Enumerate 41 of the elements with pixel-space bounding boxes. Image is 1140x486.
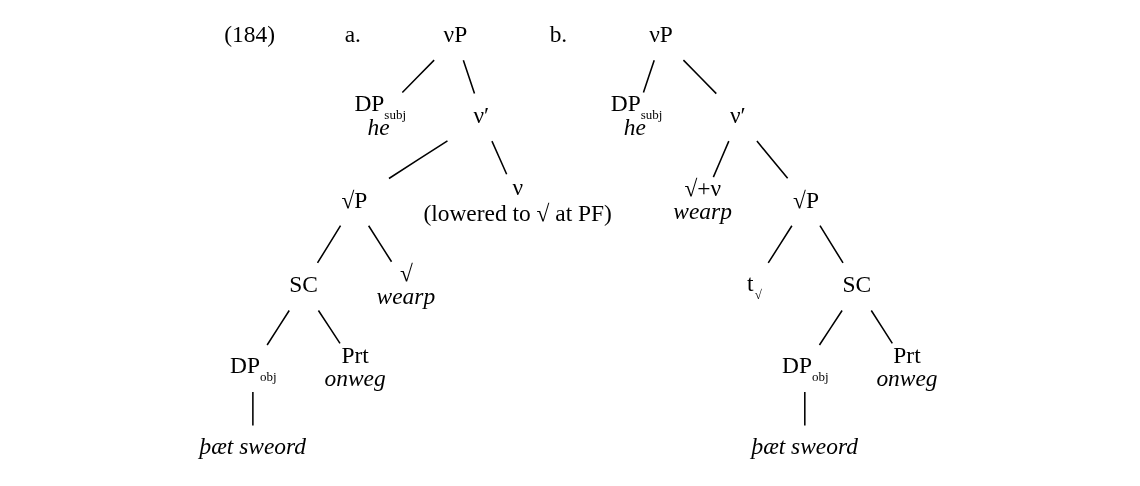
connector	[870, 309, 893, 345]
connector	[316, 224, 341, 264]
connector	[401, 59, 435, 94]
label: a.	[344, 21, 361, 48]
node-text: DP$_{obj}$	[229, 352, 277, 384]
node-text: νP	[648, 21, 673, 48]
connector	[317, 309, 341, 345]
node-text: t$_{√}$	[746, 270, 762, 302]
node-text: √P	[792, 186, 819, 213]
connector	[462, 59, 475, 95]
connector	[265, 309, 290, 346]
node-text: ν′	[729, 102, 746, 129]
node-text: þæt sweord	[199, 432, 306, 459]
node-text: Prt onweg	[875, 341, 938, 392]
connector	[712, 140, 730, 178]
node-text: DP$_{obj}$	[781, 352, 829, 384]
connector	[387, 140, 448, 180]
connector	[490, 140, 507, 175]
connector	[818, 309, 843, 346]
label: b.	[549, 21, 567, 48]
node-text: √P	[340, 186, 367, 213]
connector	[367, 224, 392, 263]
connector	[682, 59, 717, 95]
connector	[642, 59, 655, 94]
node-text: SC	[288, 271, 318, 298]
node-text: DP$_{subj}$ he	[610, 90, 662, 140]
node-text: Prt onweg	[323, 341, 386, 392]
node-text: νP	[443, 21, 467, 48]
node-text: √+ν wearp	[672, 175, 732, 225]
node-text: DP$_{subj}$ he	[353, 90, 406, 140]
node-text: ν (lowered to √ at PF)	[422, 173, 612, 226]
node-text: SC	[842, 271, 871, 298]
node-text: √ wearp	[376, 259, 435, 310]
node-text: ν′	[473, 102, 489, 129]
connector	[818, 224, 844, 264]
connector	[803, 391, 806, 427]
label: (184)	[223, 21, 275, 48]
connector	[767, 224, 793, 264]
connector	[755, 140, 788, 180]
connector	[251, 391, 254, 427]
node-text: þæt sweord	[750, 432, 858, 459]
